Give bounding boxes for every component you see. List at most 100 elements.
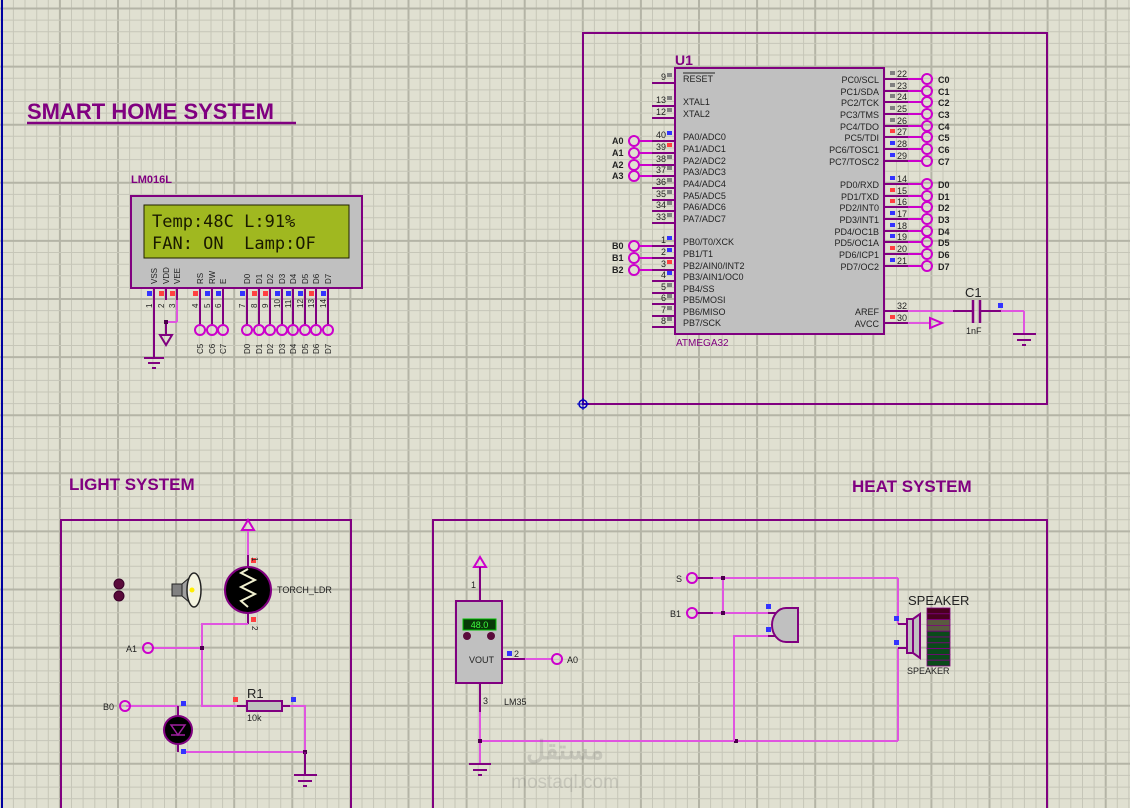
torch-ldr[interactable]: 1 2 TORCH_LDR bbox=[224, 518, 332, 631]
terminal-a1[interactable]: A1 bbox=[126, 642, 154, 654]
mcu-terminal[interactable] bbox=[628, 240, 640, 252]
mcu-terminal[interactable] bbox=[921, 73, 933, 85]
lcd-pin-number: 11 bbox=[284, 299, 293, 308]
pin-state-indicator bbox=[890, 106, 895, 110]
mcu-terminal[interactable] bbox=[628, 170, 640, 182]
mcu-pin-number: 39 bbox=[656, 142, 666, 152]
pin-state-indicator bbox=[309, 291, 314, 296]
mcu-terminal[interactable] bbox=[921, 131, 933, 143]
pin-state-indicator bbox=[298, 291, 303, 296]
ldr-adjust-buttons[interactable] bbox=[113, 578, 125, 602]
pin-state-indicator bbox=[667, 213, 672, 217]
lcd-terminal[interactable] bbox=[264, 324, 276, 336]
pin-state-indicator bbox=[193, 291, 198, 296]
lcd-terminal[interactable] bbox=[217, 324, 229, 336]
mcu-pin-label: PB5/MOSI bbox=[683, 295, 726, 305]
mcu-pin-number: 37 bbox=[656, 165, 666, 175]
origin-marker bbox=[577, 398, 589, 410]
terminal-s[interactable]: S bbox=[676, 572, 698, 584]
mcu-pin-number: 18 bbox=[897, 221, 907, 231]
pin-state-indicator bbox=[667, 306, 672, 310]
lcd-component[interactable]: LM016L Temp:48C L:91% FAN: ON Lamp:OF VS… bbox=[130, 174, 363, 354]
terminal-b0[interactable]: B0 bbox=[103, 700, 131, 712]
terminal-b1[interactable]: B1 bbox=[670, 607, 698, 619]
mcu-terminal[interactable] bbox=[921, 201, 933, 213]
mcu-pin-label: PD4/OC1B bbox=[834, 227, 879, 237]
resistor-r1[interactable]: R1 10k bbox=[233, 686, 296, 723]
level-bar bbox=[926, 636, 951, 644]
light-system-border bbox=[60, 519, 352, 808]
lm35-part-label: LM35 bbox=[504, 697, 527, 707]
mcu-terminal[interactable] bbox=[921, 96, 933, 108]
mcu-pin-number: 13 bbox=[656, 95, 666, 105]
mcu-terminal[interactable] bbox=[628, 159, 640, 171]
terminal-a1-label: A1 bbox=[126, 644, 137, 654]
mcu-pin-number: 22 bbox=[897, 69, 907, 79]
mcu-terminal[interactable] bbox=[921, 213, 933, 225]
pin-state-indicator bbox=[321, 291, 326, 296]
lcd-pin-number: 10 bbox=[273, 299, 282, 308]
pin-state-indicator bbox=[890, 223, 895, 227]
speaker[interactable]: SPEAKER SPEAKER bbox=[894, 593, 969, 676]
photodiode[interactable] bbox=[163, 701, 193, 754]
mcu-terminal[interactable] bbox=[921, 108, 933, 120]
lcd-part-label: LM016L bbox=[131, 174, 172, 186]
pin-state-indicator bbox=[890, 315, 895, 319]
lcd-terminal[interactable] bbox=[287, 324, 299, 336]
mcu-pin-label: PB6/MISO bbox=[683, 307, 726, 317]
lcd-terminal-label: D1 bbox=[255, 343, 264, 354]
mcu-terminal[interactable] bbox=[921, 178, 933, 190]
lcd-pin-number: 7 bbox=[238, 303, 247, 308]
mcu-terminal-label: D6 bbox=[938, 250, 950, 260]
mcu-terminal[interactable] bbox=[628, 264, 640, 276]
lm35-sensor[interactable]: 1 48.0 VOUT 2 3 LM35 bbox=[455, 555, 551, 764]
lcd-pin-name: D4 bbox=[289, 273, 298, 284]
mcu-pin-label: PA5/ADC5 bbox=[683, 191, 726, 201]
mcu-terminal-label: D0 bbox=[938, 180, 950, 190]
mcu-pin-label: PB2/AIN0/INT2 bbox=[683, 261, 745, 271]
temp-decrease-button[interactable] bbox=[463, 632, 471, 640]
mcu-pin-label: PC7/TOSC2 bbox=[829, 157, 879, 167]
mcu-pin-label: PD7/OC2 bbox=[840, 262, 879, 272]
lcd-terminal[interactable] bbox=[310, 324, 322, 336]
temp-increase-button[interactable] bbox=[487, 632, 495, 640]
lcd-terminal-label: D2 bbox=[266, 343, 275, 354]
level-bar bbox=[926, 607, 951, 615]
mcu-terminal[interactable] bbox=[921, 248, 933, 260]
mcu-terminal[interactable] bbox=[628, 147, 640, 159]
mcu-terminal[interactable] bbox=[628, 252, 640, 264]
lcd-pin-name: D6 bbox=[312, 273, 321, 284]
lcd-terminal[interactable] bbox=[194, 324, 206, 336]
mcu-pin-number: 30 bbox=[897, 313, 907, 323]
mcu-terminal-label: C0 bbox=[938, 75, 950, 85]
pin-state-indicator bbox=[890, 153, 895, 157]
mcu-terminal[interactable] bbox=[921, 260, 933, 272]
pin-state-indicator bbox=[667, 190, 672, 194]
lcd-pin-number: 13 bbox=[307, 299, 316, 308]
mcu-pin-label: PA3/ADC3 bbox=[683, 167, 726, 177]
terminal-a0[interactable]: A0 bbox=[551, 653, 578, 665]
pin-state-indicator bbox=[170, 291, 175, 296]
lcd-terminal[interactable] bbox=[322, 324, 334, 336]
mcu-terminal-label: D4 bbox=[938, 227, 950, 237]
lcd-terminal[interactable] bbox=[241, 324, 253, 336]
capacitor-c1[interactable]: C1 1nF bbox=[908, 285, 1036, 346]
heat-signal-wiring bbox=[697, 576, 899, 741]
main-title: SMART HOME SYSTEM bbox=[27, 99, 274, 124]
watermark-url: mostaql.com bbox=[511, 772, 619, 793]
terminal-s-label: S bbox=[676, 574, 682, 584]
mcu-pin-number: 12 bbox=[656, 107, 666, 117]
pin-state-indicator bbox=[667, 317, 672, 321]
mcu-pin-label: PB3/AIN1/OC0 bbox=[683, 272, 744, 282]
mcu-terminal[interactable] bbox=[921, 155, 933, 167]
light-wiring bbox=[126, 623, 317, 787]
mcu-terminal[interactable] bbox=[921, 143, 933, 155]
mcu-terminal[interactable] bbox=[921, 236, 933, 248]
mcu-terminal[interactable] bbox=[628, 135, 640, 147]
buzzer[interactable] bbox=[766, 604, 799, 643]
mcu-terminal-label: B1 bbox=[612, 253, 624, 263]
lcd-line-2: FAN: ON Lamp:OF bbox=[152, 234, 316, 254]
pin-state-indicator bbox=[890, 188, 895, 192]
